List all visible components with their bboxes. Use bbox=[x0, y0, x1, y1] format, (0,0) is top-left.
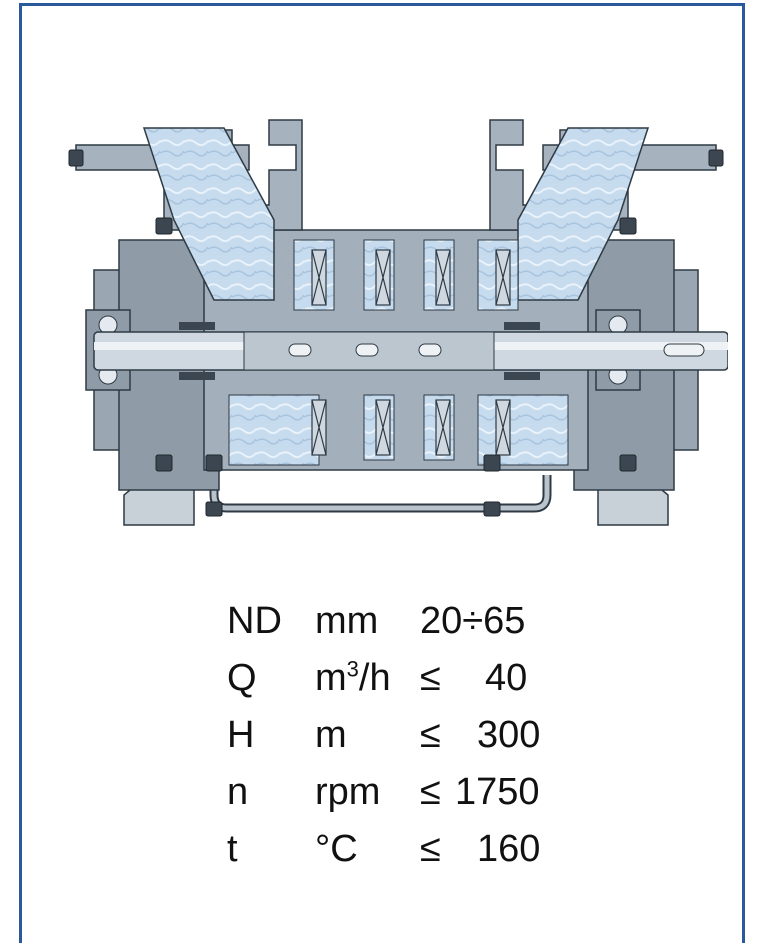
mechanical-seals bbox=[179, 322, 540, 380]
suction-nozzle bbox=[75, 119, 303, 301]
spec-unit-tail: /h bbox=[358, 657, 391, 699]
specifications-table: ND mm 20÷65 Q m3/h ≤ 40 H m ≤ 300 n rpm … bbox=[227, 597, 587, 882]
spec-symbol: t bbox=[227, 828, 238, 870]
pump-shaft bbox=[93, 331, 728, 371]
spec-row-n: n rpm ≤ 1750 bbox=[227, 768, 587, 825]
spec-unit: °C bbox=[315, 828, 358, 870]
spec-row-h: H m ≤ 300 bbox=[227, 711, 587, 768]
spec-symbol: H bbox=[227, 714, 255, 756]
spec-value: 40 bbox=[485, 657, 528, 699]
tie-bolts bbox=[68, 149, 724, 517]
spec-symbol: Q bbox=[227, 657, 257, 699]
spec-unit: rpm bbox=[315, 771, 381, 813]
spec-unit: m3/h bbox=[315, 654, 391, 702]
spec-condition: ≤ bbox=[420, 657, 441, 699]
spec-row-t: t °C ≤ 160 bbox=[227, 825, 587, 882]
balance-pipe bbox=[209, 475, 552, 513]
figure-frame bbox=[19, 3, 745, 943]
spec-symbol: ND bbox=[227, 600, 282, 642]
pump-cross-section-drawing bbox=[68, 119, 728, 526]
impellers bbox=[311, 249, 511, 456]
spec-condition: ≤ bbox=[420, 828, 441, 870]
spec-unit: mm bbox=[315, 600, 379, 642]
spec-row-nd: ND mm 20÷65 bbox=[227, 597, 587, 654]
spec-row-q: Q m3/h ≤ 40 bbox=[227, 654, 587, 711]
spec-value: 160 bbox=[477, 828, 541, 870]
spec-unit: m bbox=[315, 714, 347, 756]
spec-value: 300 bbox=[477, 714, 541, 756]
spec-value: 1750 bbox=[455, 771, 540, 813]
spec-condition: ≤ bbox=[420, 714, 441, 756]
spec-symbol: n bbox=[227, 771, 249, 813]
spec-condition: ≤ bbox=[420, 771, 441, 813]
spec-unit-superscript: 3 bbox=[346, 656, 359, 682]
discharge-nozzle bbox=[489, 119, 717, 301]
spec-value: 20÷65 bbox=[420, 600, 526, 642]
spec-unit-base: m bbox=[315, 657, 347, 699]
